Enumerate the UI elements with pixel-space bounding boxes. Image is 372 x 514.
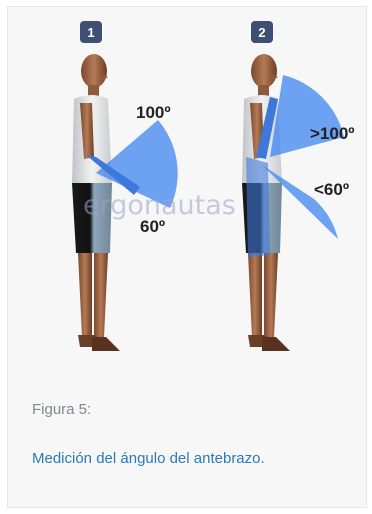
figure-card: 1 — [7, 6, 367, 508]
ergonautas-watermark: ergonautas — [83, 190, 236, 221]
upper-angle-label-1: 100º — [136, 103, 171, 122]
step-number-2: 2 — [258, 25, 265, 40]
step-number-1: 1 — [87, 25, 94, 40]
figure-caption-text: Medición del ángulo del antebrazo. — [32, 447, 365, 470]
step-badge-2: 2 — [251, 21, 273, 43]
forearm-angle-wedge-upper-2 — [270, 75, 344, 157]
figure-2: 2 >100º <60 — [242, 21, 355, 351]
forearm-angle-illustration: 1 — [8, 7, 366, 379]
upper-angle-label-2: >100º — [310, 124, 355, 143]
arm-lower-2 — [246, 157, 270, 257]
step-badge-1: 1 — [80, 21, 102, 43]
figure-1: 1 — [72, 21, 178, 351]
figure-caption-title: Figura 5: — [32, 401, 91, 418]
lower-angle-label-2: <60º — [314, 180, 349, 199]
